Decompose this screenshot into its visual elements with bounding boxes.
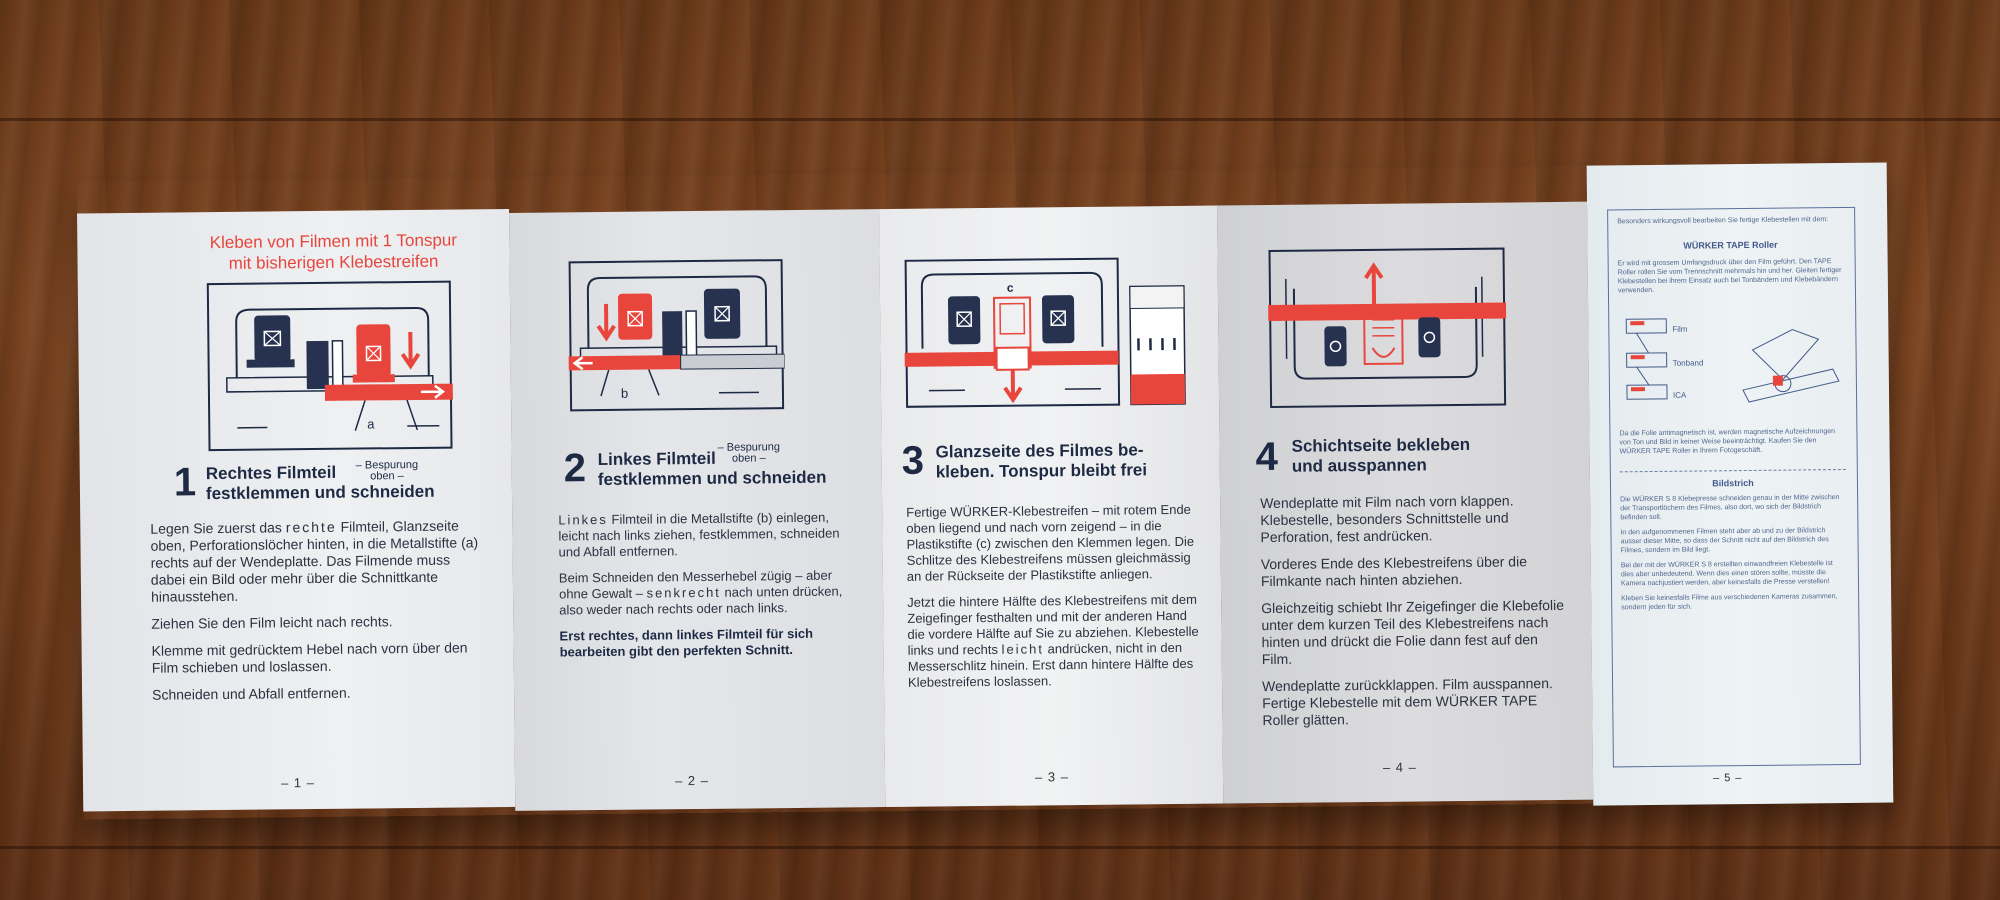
- step-1-heading-line-2: festklemmen und schneiden: [205, 481, 435, 504]
- figure-label-b: b: [621, 386, 628, 401]
- figure-label-c: c: [1007, 281, 1014, 295]
- step-3-paragraph-2: Jetzt die hintere Hälfte des Klebestreif…: [907, 592, 1206, 691]
- bildstrich-text: Die WÜRKER S 8 Klebepresse schneiden gen…: [1620, 493, 1847, 618]
- step-2-paragraph-3: Erst rechtes, dann linkes Filmteil für s…: [559, 625, 855, 660]
- emphasized-word: leicht: [1001, 641, 1045, 657]
- page-number-1: – 1 –: [280, 775, 316, 791]
- brochure-title: Kleben von Filmen mit 1 Tonspur mit bish…: [173, 229, 493, 274]
- step-number-3: 3: [901, 438, 925, 483]
- step-2-paragraph-2: Beim Schneiden den Messerhebel zügig – a…: [559, 567, 855, 618]
- step-1-paragraph-1: Legen Sie zuerst das rechte Filmteil, Gl…: [150, 517, 483, 605]
- bespurung-line-2: oben –: [731, 452, 766, 465]
- step-4-paragraph-3: Gleichzeitig schiebt Ihr Zeigefinger die…: [1261, 596, 1565, 668]
- bildstrich-paragraph-3: Bei der mit der WÜRKER S 8 erstellten ei…: [1620, 560, 1833, 588]
- step-4-heading-line-1: Schichtseite bekleben: [1291, 434, 1471, 456]
- page-number-3: – 3 –: [1034, 769, 1069, 785]
- figure-step-1: a: [206, 280, 454, 453]
- bildstrich-paragraph-2: In den aufgenommenen Filmen steht aber a…: [1620, 527, 1829, 555]
- step-2-instructions: Linkes Filmteil in die Metallstifte (b) …: [558, 509, 856, 670]
- bespurung-note-2: – Bespurung oben –: [717, 441, 780, 465]
- step-number-2: 2: [563, 446, 587, 491]
- step-3-heading-line-2: kleben. Tonspur bleibt frei: [935, 460, 1148, 482]
- antimagnetic-note: Da die Folie antimagnetisch ist, werden …: [1619, 428, 1836, 456]
- step-3-paragraph-1: Fertige WÜRKER-Klebestreifen – mit rotem…: [906, 501, 1195, 584]
- figure-label-a: a: [367, 416, 375, 431]
- bildstrich-paragraph-4: Kleben Sie keinesfalls Filme aus verschi…: [1621, 593, 1838, 612]
- page-number-2: – 2 –: [674, 772, 710, 789]
- step-3-instructions: Fertige WÜRKER-Klebestreifen – mit rotem…: [906, 502, 1206, 701]
- step-1-paragraph-3: Klemme mit gedrücktem Hebel nach vorn üb…: [151, 639, 468, 676]
- step-1-paragraph-2: Ziehen Sie den Film leicht nach rechts.: [151, 613, 393, 632]
- step-4-paragraph-2: Vorderes Ende des Klebestreifens über di…: [1260, 553, 1528, 590]
- figure-step-2: b: [568, 258, 786, 412]
- brochure-page-5: Besonders wirkungsvoll bearbeiten Sie fe…: [1586, 162, 1894, 806]
- bildstrich-paragraph-1: Die WÜRKER S 8 Klebepresse schneiden gen…: [1620, 494, 1840, 522]
- tape-roller-illustration: [1622, 309, 1845, 421]
- bold-note: Erst rechtes, dann linkes Filmteil für s…: [559, 625, 814, 660]
- brochure-page-3: c 3 Glanzseite des Filmes be- kleben. To…: [879, 205, 1224, 808]
- step-number-1: 1: [173, 460, 197, 505]
- page-number-4: – 4 –: [1382, 759, 1417, 775]
- brochure-page-2: b 2 Linkes Filmteil festklemmen und schn…: [509, 209, 886, 811]
- bespurung-line-2: oben –: [370, 470, 404, 483]
- paragraph-text: Legen Sie zuerst das: [150, 519, 282, 537]
- step-1-paragraph-4: Schneiden und Abfall entfernen.: [152, 684, 351, 703]
- figure-step-4: [1267, 247, 1507, 409]
- step-1-heading-line-1: Rechtes Filmteil: [205, 462, 337, 484]
- folded-brochure: Kleben von Filmen mit 1 Tonspur mit bish…: [77, 162, 1894, 820]
- tape-roller-description: Er wird mit grossem Umfangsdruck über de…: [1617, 258, 1842, 295]
- title-line-1: Kleben von Filmen mit 1 Tonspur: [209, 230, 458, 253]
- label-tonband: Tonband: [1672, 358, 1704, 368]
- step-2-paragraph-1: Linkes Filmteil in die Metallstifte (b) …: [558, 509, 854, 560]
- step-4-heading-line-2: und ausspannen: [1291, 455, 1427, 476]
- step-3-heading-line-1: Glanzseite des Filmes be-: [935, 440, 1144, 462]
- emphasized-word: senkrecht: [646, 584, 721, 601]
- emphasized-word: rechte: [285, 518, 337, 536]
- brochure-page-1: Kleben von Filmen mit 1 Tonspur mit bish…: [77, 208, 516, 812]
- step-1-instructions: Legen Sie zuerst das rechte Filmteil, Gl…: [150, 517, 484, 713]
- page-number-5: – 5 –: [1712, 772, 1743, 785]
- emphasized-word: Linkes: [558, 511, 608, 528]
- step-number-4: 4: [1255, 434, 1279, 480]
- figure-step-3: c: [904, 256, 1196, 409]
- label-ica: ICA: [1672, 390, 1687, 400]
- step-2-heading-line-2: festklemmen und schneiden: [597, 467, 827, 490]
- step-4-paragraph-1: Wendeplatte mit Film nach vorn klappen. …: [1260, 492, 1514, 546]
- step-4-instructions: Wendeplatte mit Film nach vorn klappen. …: [1260, 492, 1573, 739]
- step-2-heading-line-1: Linkes Filmteil: [597, 448, 716, 470]
- bespurung-note-1: – Bespurung oben –: [356, 459, 419, 483]
- label-film: Film: [1672, 324, 1688, 334]
- brochure-page-4: 4 Schichtseite bekleben und ausspannen W…: [1217, 201, 1594, 804]
- step-4-paragraph-4: Wendeplatte zurückklappen. Film ausspann…: [1261, 675, 1553, 729]
- title-line-2: mit bisherigen Klebestreifen: [228, 251, 439, 273]
